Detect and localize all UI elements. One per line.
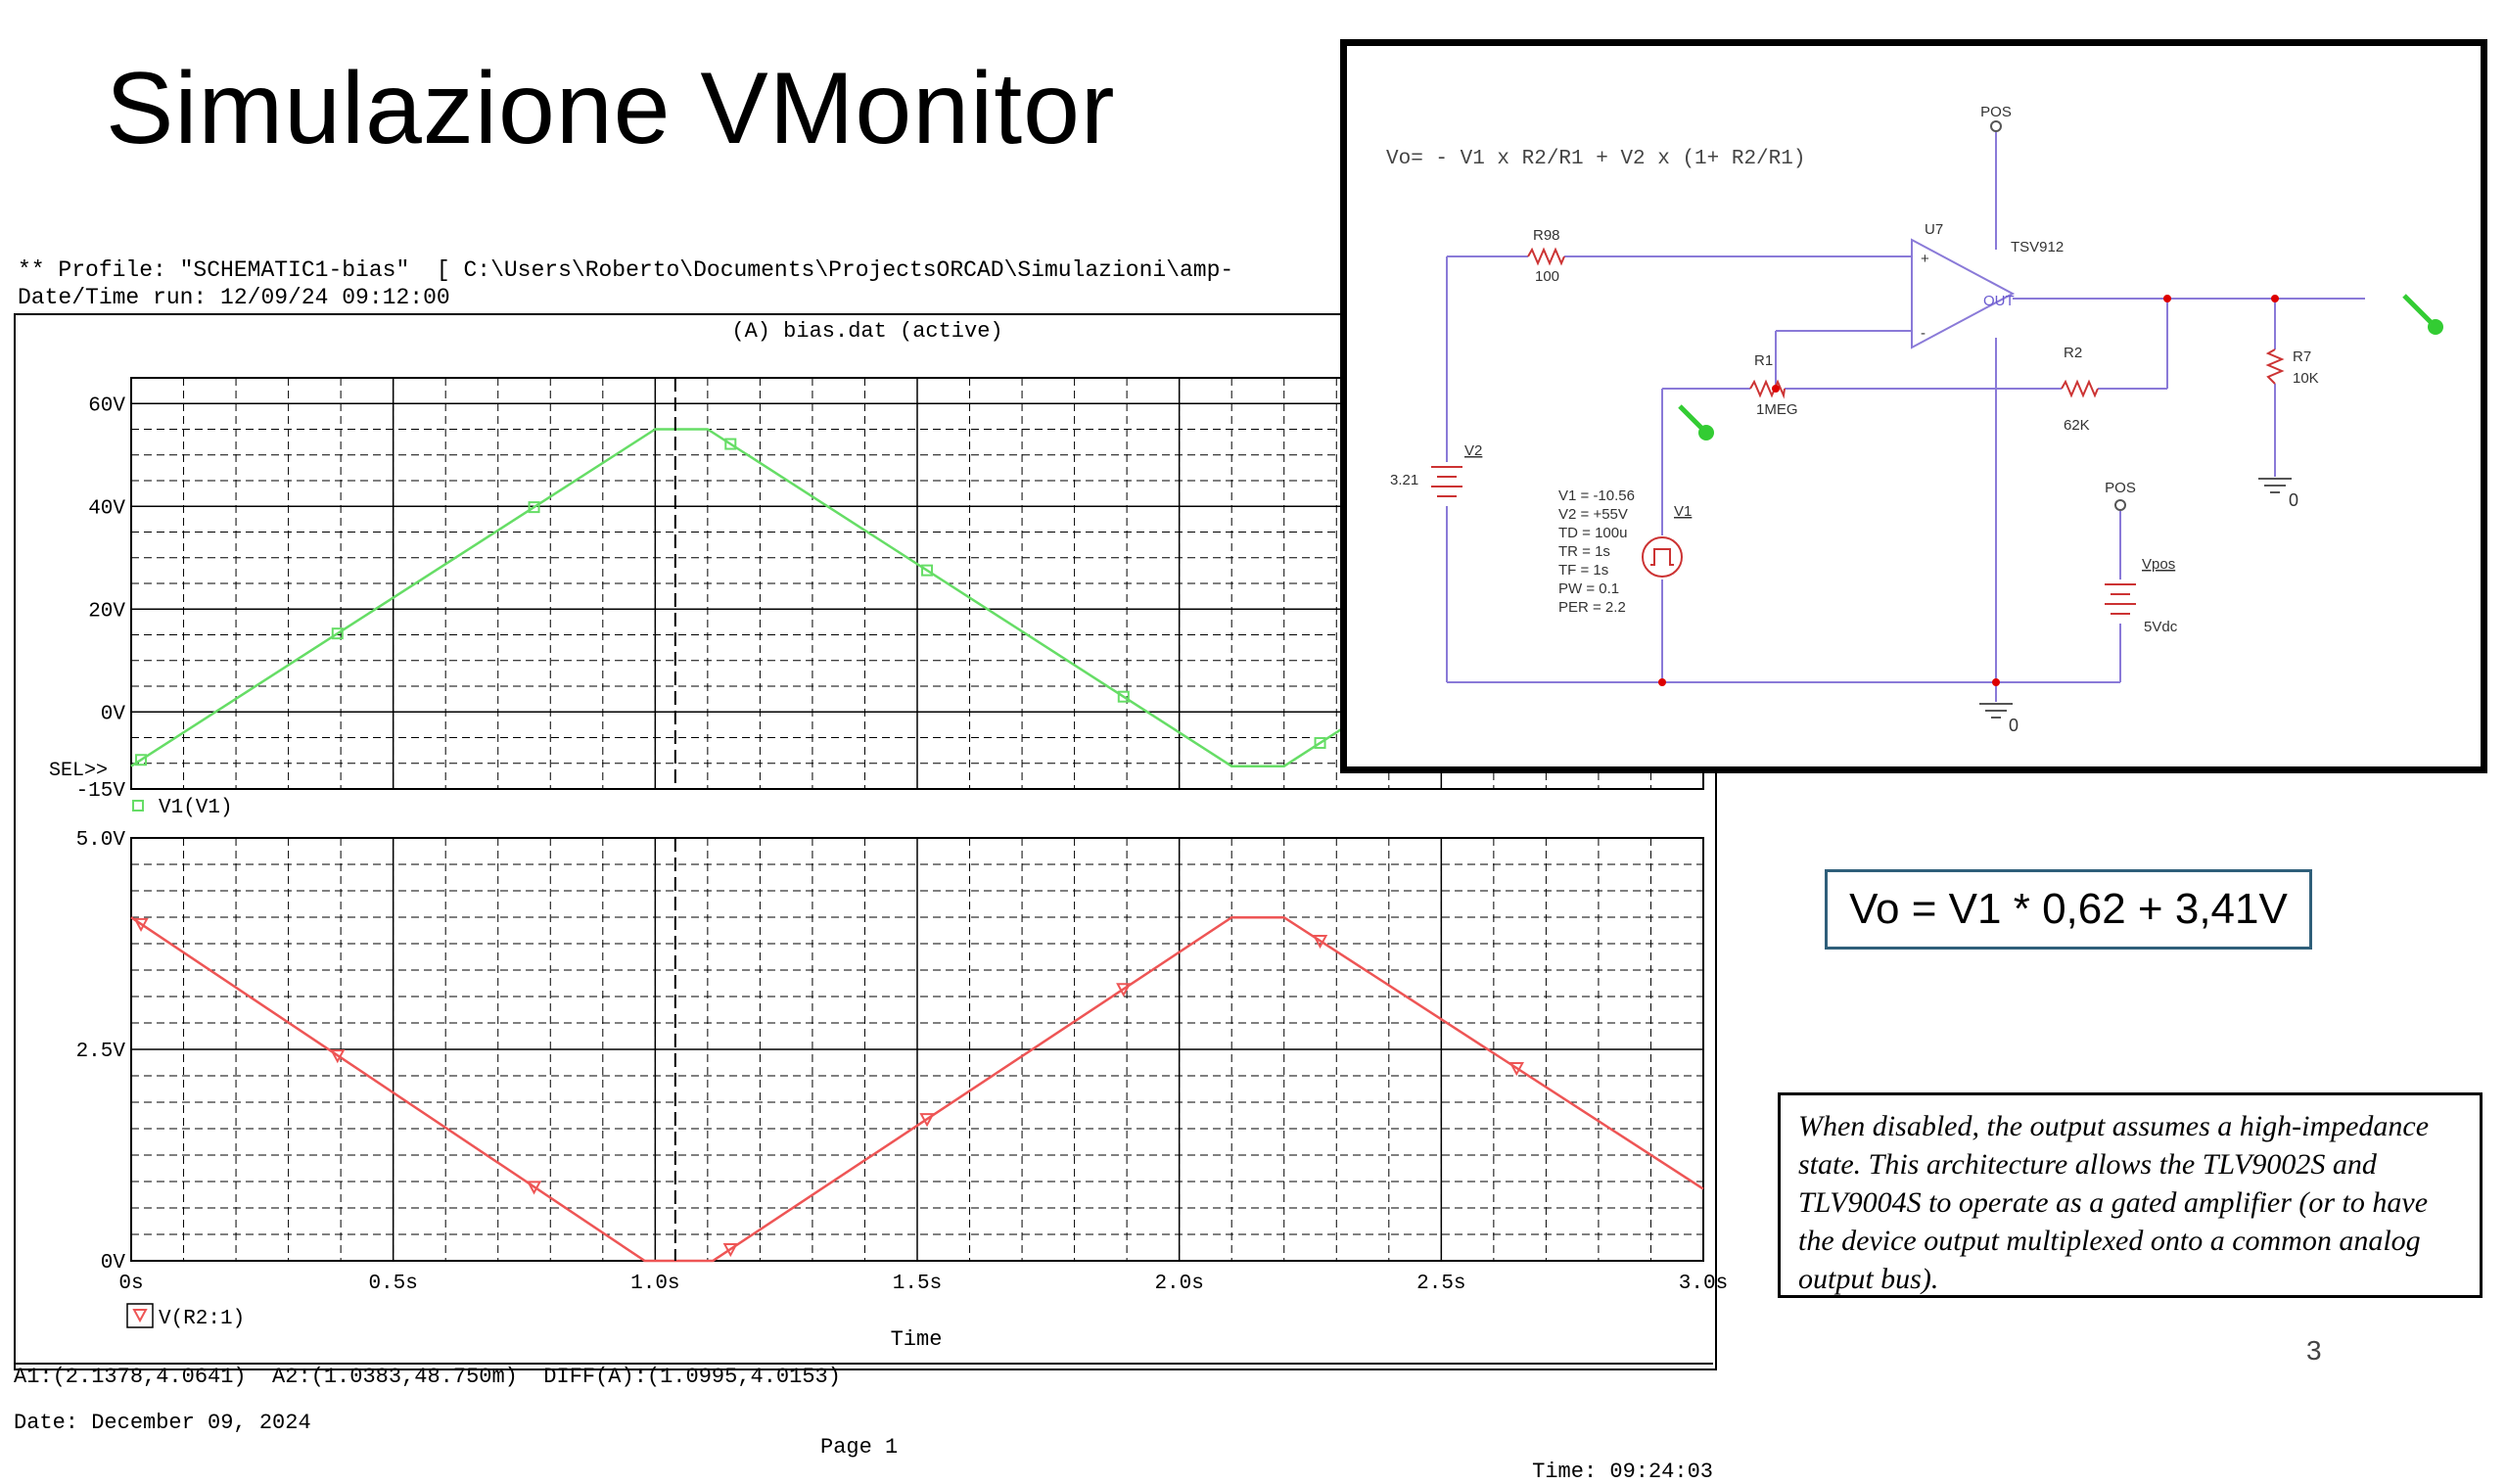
- v1-param: PW = 0.1: [1558, 580, 1619, 597]
- series-line: [130, 915, 1704, 1263]
- resistor-symbols: [1527, 247, 2285, 399]
- pos-terminal-top: [1990, 120, 2002, 132]
- series-marker: [528, 501, 540, 514]
- active-file-label: (A) bias.dat (active): [731, 319, 1002, 344]
- vpos-name: Vpos: [2142, 556, 2175, 573]
- plot-area: [130, 837, 1704, 1262]
- r7-value: 10K: [2293, 370, 2319, 387]
- series-marker: [1508, 1062, 1524, 1077]
- legend-marker: [132, 1309, 148, 1323]
- x-tick-label: 1.5s: [893, 1273, 942, 1295]
- ground-symbols: [1979, 478, 2292, 719]
- v2-name: V2: [1464, 442, 1482, 459]
- wires: [1446, 132, 2365, 702]
- r7-name: R7: [2293, 348, 2311, 365]
- legend-label: V(R2:1): [159, 1308, 245, 1330]
- series-marker: [919, 1113, 935, 1128]
- schematic-diagram: Vo= - V1 x R2/R1 + V2 x (1+ R2/R1) POS R…: [1386, 104, 2443, 735]
- v1-param: PER = 2.2: [1558, 599, 1626, 616]
- series-marker: [722, 1243, 738, 1258]
- profile-line: ** Profile: "SCHEMATIC1-bias" [ C:\Users…: [18, 257, 1234, 283]
- battery-symbols: [1431, 466, 2136, 615]
- y-tick-label: 2.5V: [76, 1041, 126, 1063]
- series-marker: [921, 564, 934, 577]
- pos-terminal-vpos: [2114, 499, 2126, 511]
- x-tick-label: 1.0s: [630, 1273, 679, 1295]
- page-number: 3: [2306, 1335, 2322, 1366]
- v1-param: TR = 1s: [1558, 543, 1610, 560]
- legend-box[interactable]: [126, 1303, 154, 1328]
- opamp-out-pin: OUT: [1983, 293, 2015, 309]
- x-tick-label: 2.0s: [1154, 1273, 1203, 1295]
- r1-name: R1: [1754, 352, 1773, 369]
- x-tick-label: 0s: [118, 1273, 143, 1295]
- ground-label: 0: [2009, 716, 2019, 735]
- pos-label-vpos: POS: [2105, 480, 2136, 496]
- y-tick-label: 0V: [101, 703, 126, 725]
- series-marker: [1117, 690, 1130, 703]
- probe-plot-window[interactable]: (A) bias.dat (active) SEL>> Time 60V 40V 2…: [14, 313, 1728, 1370]
- legend-marker: [132, 800, 144, 812]
- pulse-source-v1: [1642, 536, 1683, 578]
- probe-header: ** Profile: "SCHEMATIC1-bias" [ C:\Users…: [18, 256, 1233, 311]
- sel-marker: SEL>>: [49, 760, 108, 782]
- voltage-probe-v1[interactable]: [1678, 404, 1714, 441]
- v1-name: V1: [1674, 503, 1692, 520]
- u7-name: U7: [1925, 221, 1943, 238]
- series-marker: [330, 1049, 346, 1064]
- result-equation-box: Vo = V1 * 0,62 + 3,41V: [1825, 869, 2312, 950]
- legend-label: V1(V1): [159, 797, 233, 819]
- probe-footer: Date: December 09, 2024 Page 1 Time: 09:…: [14, 1386, 1713, 1484]
- r1-value: 1MEG: [1756, 401, 1798, 418]
- y-tick-label: -15V: [76, 780, 126, 803]
- v1-param: TD = 100u: [1558, 525, 1627, 541]
- opamp-u7: [1911, 238, 2016, 349]
- datetime-line: Date/Time run: 12/09/24 09:12:00: [18, 285, 450, 310]
- date-line: Date: December 09, 2024: [14, 1411, 311, 1435]
- schematic-equation: Vo= - V1 x R2/R1 + V2 x (1+ R2/R1): [1386, 148, 1805, 170]
- x-tick-label: 2.5s: [1416, 1273, 1465, 1295]
- time-axis-label: Time: [891, 1327, 943, 1352]
- y-tick-label: 40V: [88, 497, 125, 520]
- note-textbox: When disabled, the output assumes a high…: [1778, 1092, 2483, 1298]
- schematic-panel: Vo= - V1 x R2/R1 + V2 x (1+ R2/R1) POS R…: [1340, 39, 2487, 773]
- slide-title: Simulazione VMonitor: [106, 52, 1116, 165]
- x-tick-label: 3.0s: [1679, 1273, 1728, 1295]
- time-line: Time: 09:24:03: [1532, 1460, 1713, 1484]
- r98-name: R98: [1533, 227, 1560, 244]
- series-marker: [133, 917, 149, 933]
- y-tick-label: 0V: [101, 1252, 126, 1275]
- v1-param: TF = 1s: [1558, 562, 1608, 579]
- x-tick-label: 0.5s: [368, 1273, 417, 1295]
- v1-param: V1 = -10.56: [1558, 487, 1635, 504]
- v1-param: V2 = +55V: [1558, 506, 1628, 523]
- series-marker: [1312, 935, 1328, 950]
- opamp-plus-pin: +: [1921, 251, 1929, 267]
- series-marker: [724, 438, 737, 450]
- v2-value: 3.21: [1390, 472, 1418, 488]
- y-tick-label: 20V: [88, 600, 125, 623]
- y-tick-label: 5.0V: [76, 829, 126, 852]
- r2-value: 62K: [2064, 417, 2090, 434]
- probe-plot[interactable]: (A) bias.dat (active) SEL>> Time 60V 40V 2…: [16, 315, 1728, 1368]
- pos-label-top: POS: [1980, 104, 2012, 120]
- voltage-probe-out[interactable]: [2402, 294, 2443, 335]
- series-marker: [1116, 983, 1132, 997]
- ground-label-r7: 0: [2289, 490, 2298, 510]
- r2-name: R2: [2064, 345, 2082, 361]
- vpos-value: 5Vdc: [2144, 619, 2178, 635]
- series-marker: [331, 627, 344, 640]
- series-marker: [526, 1181, 542, 1195]
- u7-model: TSV912: [2011, 239, 2064, 255]
- series-marker: [135, 754, 148, 766]
- junction-nodes: [1658, 295, 2279, 686]
- v1-parameters: V1 = -10.56 V2 = +55V TD = 100u TR = 1s TF =…: [1558, 487, 1635, 616]
- series-marker: [1314, 736, 1326, 749]
- y-tick-label: 60V: [88, 394, 125, 417]
- cursor-readout: A1:(2.1378,4.0641) A2:(1.0383,48.750m) D…: [14, 1363, 1713, 1389]
- opamp-minus-pin: -: [1921, 325, 1926, 342]
- pulse-icon: [1650, 548, 1674, 566]
- page-line: Page 1: [820, 1435, 899, 1460]
- r98-value: 100: [1535, 268, 1559, 285]
